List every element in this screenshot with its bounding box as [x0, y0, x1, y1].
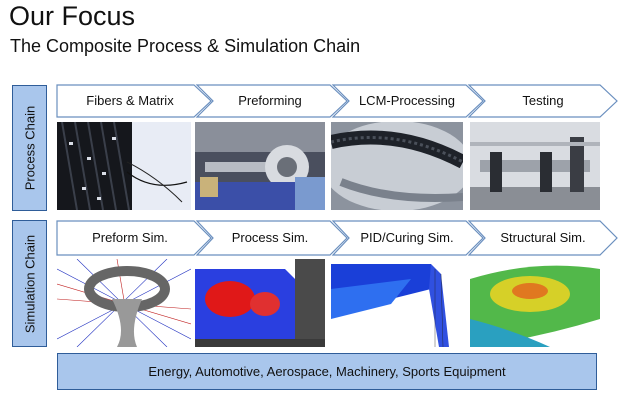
step-fibers-matrix: Fibers & Matrix: [86, 93, 174, 108]
step-preform-sim: Preform Sim.: [92, 230, 168, 245]
step-testing: Testing: [522, 93, 564, 108]
chevron-preform-sim: [56, 220, 212, 256]
step-preforming: Preforming: [238, 93, 302, 108]
page-title: Our Focus: [9, 1, 136, 31]
preforming-image: [195, 122, 325, 210]
simulation-chain-label: Simulation Chain: [12, 220, 47, 347]
lcm-processing-image: [331, 122, 463, 210]
testing-image: [470, 122, 600, 210]
chevron-pid-curing-sim: [331, 220, 484, 256]
chevron-structural-sim: [467, 220, 618, 256]
preform-sim-image: [57, 259, 191, 347]
structural-sim-image: [470, 259, 600, 347]
step-pid-curing-sim: PID/Curing Sim.: [360, 230, 454, 245]
industries-banner: Energy, Automotive, Aerospace, Machinery…: [57, 353, 597, 390]
chevron-lcm-processing: [331, 84, 484, 118]
page-subtitle: The Composite Process & Simulation Chain: [10, 36, 361, 56]
step-structural-sim: Structural Sim.: [500, 230, 586, 245]
chevron-testing: [467, 84, 618, 118]
step-process-sim: Process Sim.: [231, 230, 309, 245]
chevron-process-sim: [195, 220, 348, 256]
step-lcm-processing: LCM-Processing: [358, 93, 456, 108]
process-chain-label: Process Chain: [12, 85, 47, 211]
chevron-fibers-matrix: [56, 84, 212, 118]
pid-curing-sim-image: [331, 259, 463, 347]
process-sim-image: [195, 259, 325, 347]
chevron-preforming: [195, 84, 348, 118]
fibers-matrix-image: [57, 122, 191, 210]
